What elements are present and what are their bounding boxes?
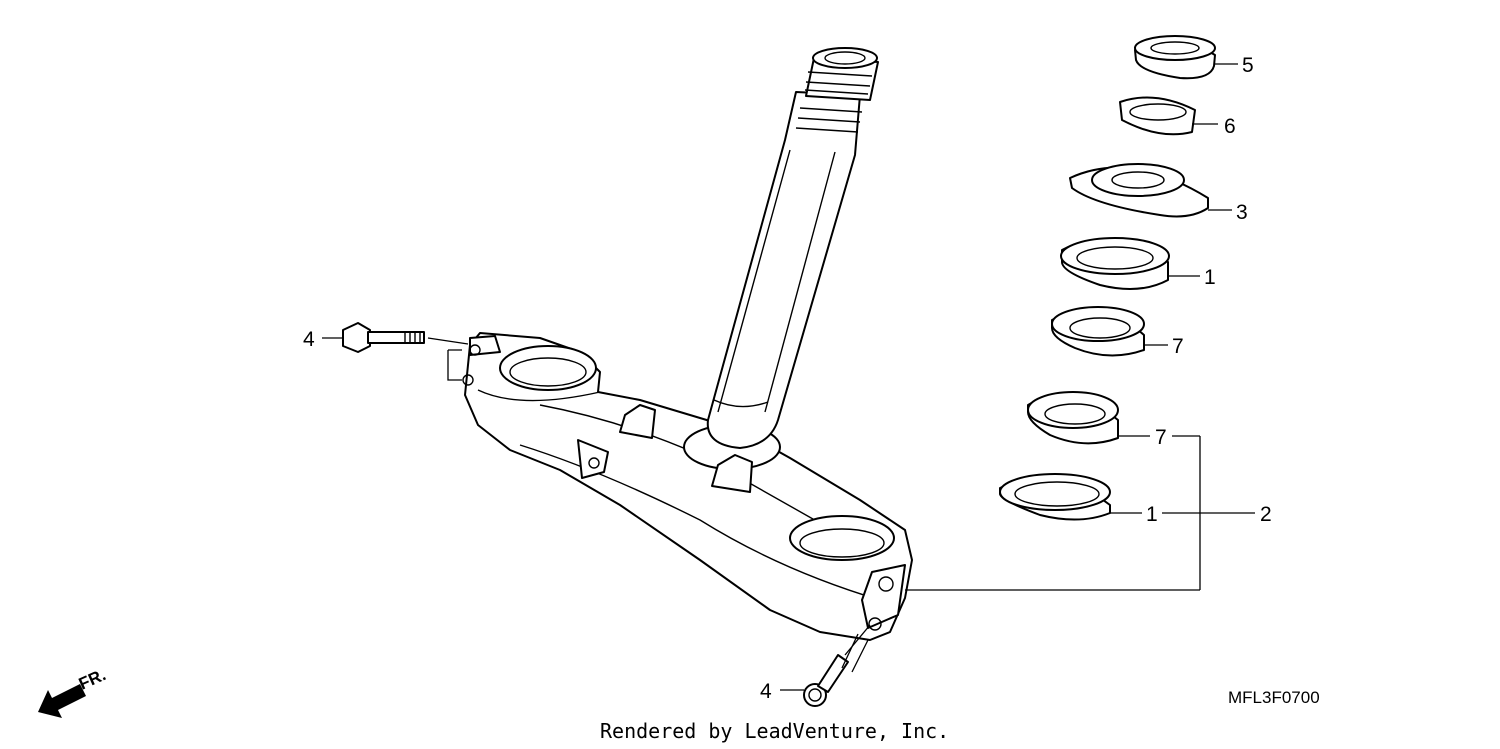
part-7-upper-bearing[interactable] (1051, 306, 1145, 357)
callout-1-upper: 1 (1204, 266, 1216, 289)
left-fork-bore (499, 345, 597, 391)
callout-2: 2 (1260, 503, 1272, 526)
diagram-code: MFL3F0700 (1228, 688, 1320, 707)
callout-7-lower: 7 (1155, 426, 1167, 449)
part-1-lower-race[interactable] (999, 473, 1111, 521)
right-fork-bore (789, 515, 895, 561)
callout-4-left: 4 (303, 328, 315, 351)
part-6-lock-washer[interactable] (1119, 96, 1196, 136)
lower-triple-clamp (464, 332, 913, 641)
part-7-lower-bearing[interactable] (1027, 391, 1119, 445)
callout-7-upper: 7 (1172, 335, 1184, 358)
steering-stem-assembly[interactable] (462, 47, 913, 641)
callout-3: 3 (1236, 201, 1248, 224)
front-direction-indicator: FR. (38, 665, 109, 718)
front-label: FR. (76, 665, 109, 693)
callout-6: 6 (1224, 115, 1236, 138)
pinch-bolt-bottom[interactable] (803, 624, 871, 707)
part-1-upper-race[interactable] (1060, 237, 1170, 290)
callout-4-bottom: 4 (760, 680, 772, 703)
part-5-stem-locknut[interactable] (1134, 35, 1216, 80)
front-arrow-icon (38, 684, 86, 718)
pinch-bolt-left[interactable] (342, 322, 469, 381)
callout-5: 5 (1242, 54, 1254, 77)
credit-text: Rendered by LeadVenture, Inc. (600, 719, 949, 743)
part-3-dust-seal[interactable] (1069, 163, 1209, 218)
steering-stem-shaft (706, 91, 861, 449)
leader-lines (322, 63, 1255, 691)
callout-1-lower: 1 (1146, 503, 1158, 526)
